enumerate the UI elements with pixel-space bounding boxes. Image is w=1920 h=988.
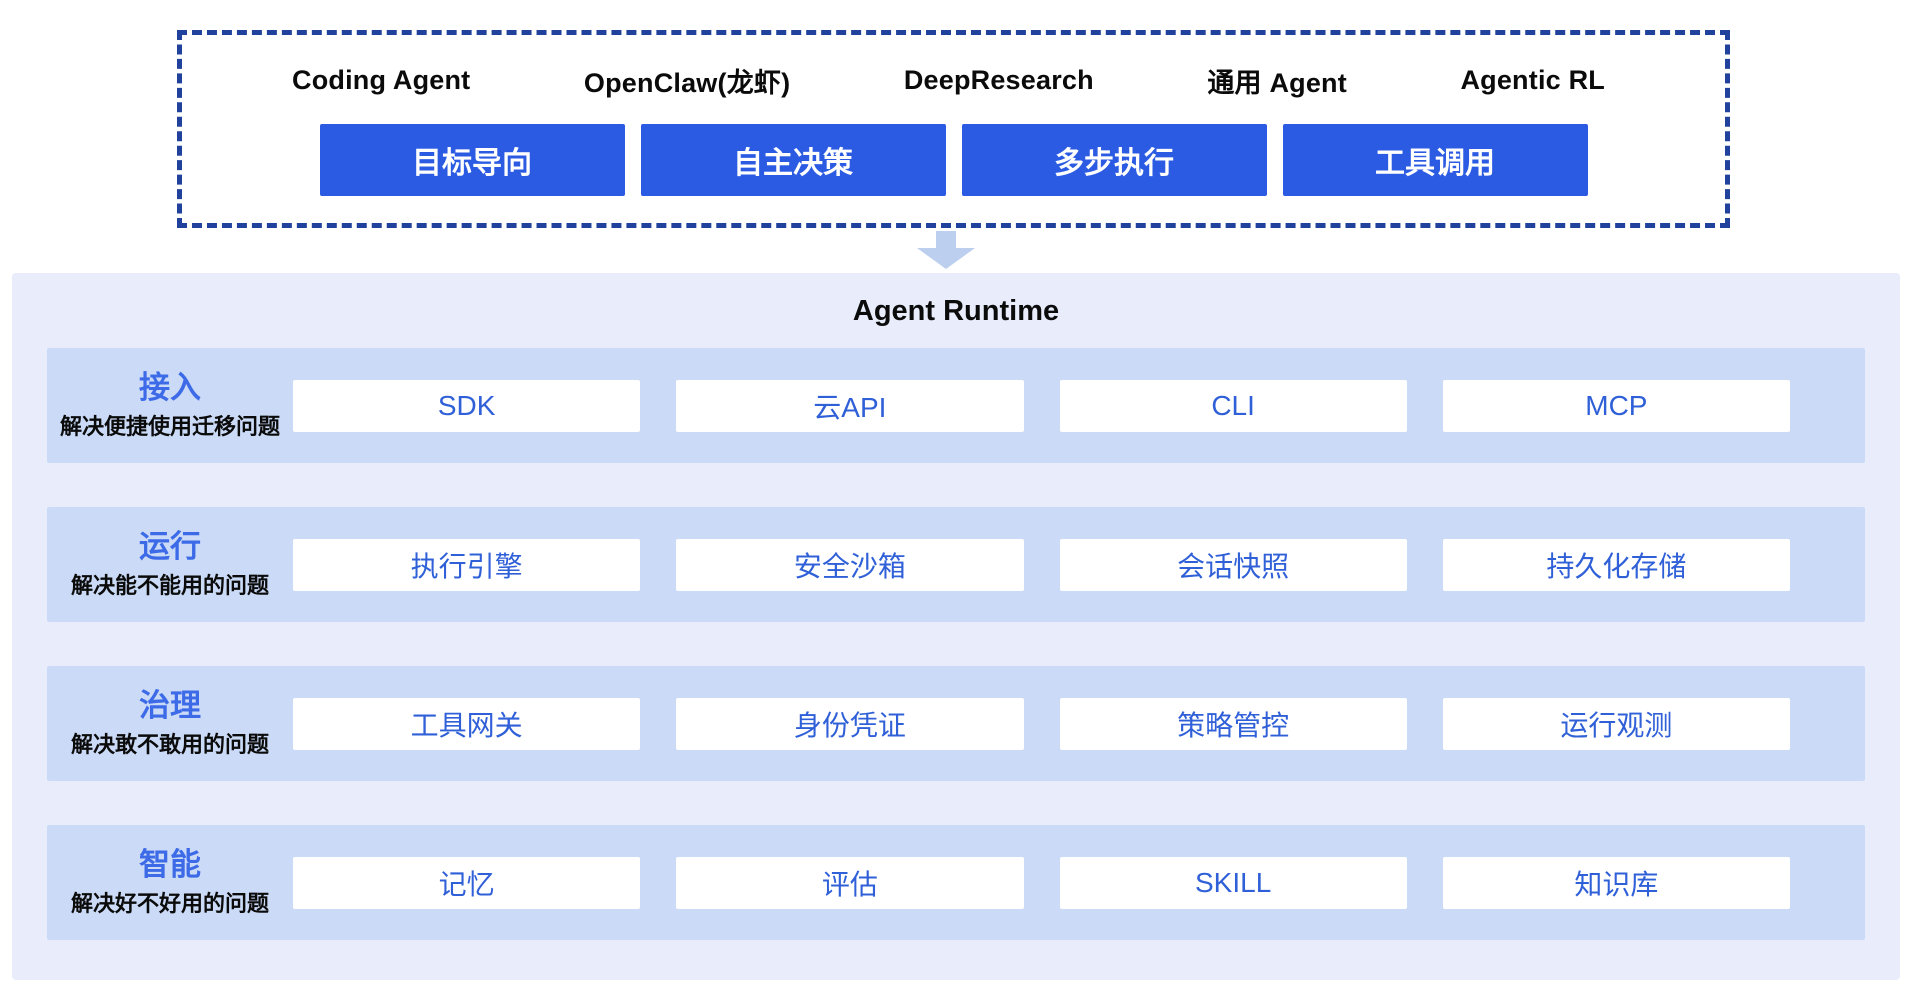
row-label-access: 接入 解决便捷使用迁移问题 xyxy=(47,370,293,441)
agent-label-general-agent: 通用 Agent xyxy=(1207,68,1347,98)
row-title-intelligence: 智能 xyxy=(139,847,201,883)
agent-label-agentic-rl: Agentic RL xyxy=(1460,65,1605,95)
item-runtime-observability: 运行观测 xyxy=(1442,697,1790,750)
item-skill: SKILL xyxy=(1059,856,1407,909)
row-label-governance: 治理 解决敢不敢用的问题 xyxy=(47,688,293,759)
runtime-row-access: 接入 解决便捷使用迁移问题 SDK 云API CLI MCP xyxy=(47,348,1865,463)
item-mcp: MCP xyxy=(1442,379,1790,432)
item-knowledge-base: 知识库 xyxy=(1442,856,1790,909)
runtime-title: Agent Runtime xyxy=(852,295,1060,327)
row-items-intelligence: 记忆 评估 SKILL 知识库 xyxy=(293,856,1865,909)
item-policy-control: 策略管控 xyxy=(1059,697,1407,750)
item-session-snapshot: 会话快照 xyxy=(1059,538,1407,591)
row-subtitle-run: 解决能不能用的问题 xyxy=(70,572,269,598)
item-tool-gateway: 工具网关 xyxy=(293,697,641,750)
row-subtitle-access: 解决便捷使用迁移问题 xyxy=(59,413,280,439)
runtime-rows: 接入 解决便捷使用迁移问题 SDK 云API CLI MCP 运行 解决能不能用… xyxy=(47,348,1865,940)
item-sdk: SDK xyxy=(293,379,641,432)
item-cloud-api: 云API xyxy=(676,379,1024,432)
row-title-governance: 治理 xyxy=(139,688,201,724)
item-identity-credentials: 身份凭证 xyxy=(676,697,1024,750)
runtime-row-intelligence: 智能 解决好不好用的问题 记忆 评估 SKILL 知识库 xyxy=(47,825,1865,940)
item-execution-engine: 执行引擎 xyxy=(293,538,641,591)
row-subtitle-intelligence: 解决好不好用的问题 xyxy=(70,890,269,916)
runtime-row-run: 运行 解决能不能用的问题 执行引擎 安全沙箱 会话快照 持久化存储 xyxy=(47,507,1865,622)
agent-label-openclaw: OpenClaw(龙虾) xyxy=(583,68,791,98)
capability-buttons-row: 目标导向 自主决策 多步执行 工具调用 xyxy=(182,124,1725,196)
item-memory: 记忆 xyxy=(293,856,641,909)
row-items-access: SDK 云API CLI MCP xyxy=(293,379,1865,432)
agent-label-coding-agent: Coding Agent xyxy=(292,65,471,95)
item-persistent-storage: 持久化存储 xyxy=(1442,538,1790,591)
row-label-intelligence: 智能 解决好不好用的问题 xyxy=(47,847,293,918)
item-evaluation: 评估 xyxy=(676,856,1024,909)
agent-runtime-panel: Agent Runtime 接入 解决便捷使用迁移问题 SDK 云API CLI… xyxy=(12,273,1900,980)
agent-labels-row: Coding Agent OpenClaw(龙虾) DeepResearch 通… xyxy=(182,35,1725,100)
runtime-row-governance: 治理 解决敢不敢用的问题 工具网关 身份凭证 策略管控 运行观测 xyxy=(47,666,1865,781)
down-arrow-icon xyxy=(917,231,975,269)
item-cli: CLI xyxy=(1059,379,1407,432)
item-secure-sandbox: 安全沙箱 xyxy=(676,538,1024,591)
capability-multi-step-execution: 多步执行 xyxy=(961,124,1267,196)
row-label-run: 运行 解决能不能用的问题 xyxy=(47,529,293,600)
row-title-run: 运行 xyxy=(139,529,201,565)
row-items-governance: 工具网关 身份凭证 策略管控 运行观测 xyxy=(293,697,1865,750)
agent-label-deepresearch: DeepResearch xyxy=(903,65,1094,95)
row-subtitle-governance: 解决敢不敢用的问题 xyxy=(70,731,269,757)
capability-tool-calling: 工具调用 xyxy=(1282,124,1588,196)
row-title-access: 接入 xyxy=(139,370,201,406)
agent-types-frame: Coding Agent OpenClaw(龙虾) DeepResearch 通… xyxy=(177,30,1730,228)
capability-autonomous-decision: 自主决策 xyxy=(640,124,946,196)
capability-goal-oriented: 目标导向 xyxy=(319,124,625,196)
row-items-run: 执行引擎 安全沙箱 会话快照 持久化存储 xyxy=(293,538,1865,591)
